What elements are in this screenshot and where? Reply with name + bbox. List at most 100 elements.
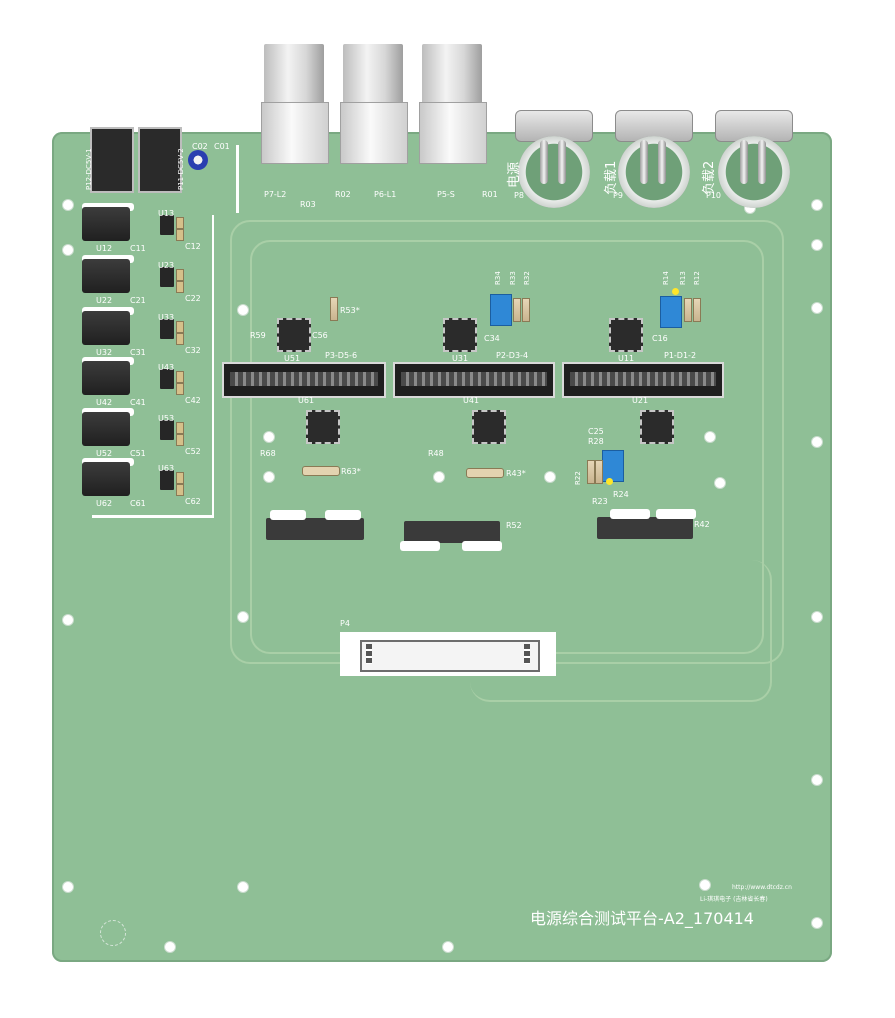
- resistor-label-r13: R13: [679, 271, 687, 285]
- capacitor: [176, 434, 184, 446]
- trim-pot: [602, 450, 624, 482]
- silk-line: [212, 215, 214, 515]
- reg-label-top: U13: [158, 209, 175, 218]
- mount-hole: [745, 203, 755, 213]
- resistor-label-r02: R02: [335, 190, 351, 199]
- capacitor: [176, 371, 184, 383]
- ic-label-u51: U51: [284, 354, 301, 363]
- terminal-ref-p8: P8: [514, 191, 524, 200]
- regulator-3: [82, 361, 130, 395]
- mount-hole: [63, 245, 73, 255]
- terminal-p8: [518, 136, 590, 208]
- bnc-barrel: [264, 44, 324, 104]
- regulator-1: [82, 259, 130, 293]
- terminal-pin: [758, 140, 766, 184]
- bnc-label-p7: P7-L2: [264, 190, 287, 199]
- capacitor: [176, 269, 184, 281]
- mount-hole: [238, 882, 248, 892]
- cap-label-c25: C25: [588, 427, 604, 436]
- ic-label-u61: U61: [298, 396, 315, 405]
- reg-label-top: U53: [158, 414, 175, 423]
- resistor-label-r33: R33: [509, 271, 517, 285]
- mount-hole: [705, 432, 715, 442]
- ic-u61: [306, 410, 340, 444]
- cap-label-c56: C56: [312, 331, 328, 340]
- reg-label-bot: U22: [96, 296, 113, 305]
- regulator-smd: [160, 215, 174, 235]
- terminal-pin: [640, 140, 648, 184]
- resistor-label-r53: R53*: [340, 306, 360, 315]
- logo-mark: [100, 920, 126, 946]
- bnc-connector-l2: [261, 102, 329, 164]
- shunt-label-r52: R52: [506, 521, 522, 530]
- shunt-resistor: [266, 518, 364, 540]
- trim-pot-knob: [672, 288, 679, 295]
- ic-u21: [640, 410, 674, 444]
- bnc-label-p5: P5-S: [437, 190, 455, 199]
- board-title: 电源综合测试平台-A2_170414: [530, 909, 754, 928]
- reg-label-bot: U52: [96, 449, 113, 458]
- capacitor: [176, 422, 184, 434]
- connector-p4-pins: [524, 644, 530, 664]
- header-p2: [393, 362, 555, 398]
- header-p1: [562, 362, 724, 398]
- capacitor: [176, 383, 184, 395]
- terminal-ref-p9: P9: [613, 191, 623, 200]
- terminal-pin: [740, 140, 748, 184]
- regulator-2: [82, 311, 130, 345]
- website-text: http://www.dtcdz.cn: [732, 884, 792, 891]
- terminal-pin: [540, 140, 548, 184]
- regulator-5: [82, 462, 130, 496]
- mount-hole: [545, 472, 555, 482]
- ic-label-u21: U21: [632, 396, 649, 405]
- mount-hole: [812, 918, 822, 928]
- resistor-label-r12: R12: [693, 271, 701, 285]
- resistor-label-r24: R24: [613, 490, 629, 499]
- mount-hole: [264, 472, 274, 482]
- reg-label-bot: U62: [96, 499, 113, 508]
- resistor: [684, 298, 692, 322]
- capacitor: [176, 472, 184, 484]
- cap-label-c02: C02: [192, 142, 208, 151]
- shunt-tab: [610, 509, 650, 519]
- connector-p4-housing: [360, 640, 540, 672]
- connector-p4: [340, 632, 556, 676]
- header-label-p1: P1-D1-2: [664, 351, 697, 360]
- bnc-barrel: [343, 44, 403, 104]
- dc-jack-2: [138, 127, 182, 193]
- resistor-label-r32: R32: [523, 271, 531, 285]
- shunt-tab: [270, 510, 306, 520]
- cap-label-c01: C01: [214, 142, 230, 151]
- regulator-smd: [160, 319, 174, 339]
- mount-hole: [165, 942, 175, 952]
- bnc-barrel: [422, 44, 482, 104]
- capacitor: [176, 484, 184, 496]
- mount-hole: [63, 882, 73, 892]
- shunt-tab: [462, 541, 502, 551]
- reg-label-top: U23: [158, 261, 175, 270]
- resistor: [522, 298, 530, 322]
- reg-label-c2: C32: [185, 346, 201, 355]
- ic-u41: [472, 410, 506, 444]
- bnc-connector-l1: [340, 102, 408, 164]
- terminal-label-power: 电源: [507, 161, 522, 188]
- resistor: [466, 468, 504, 478]
- mount-hole: [812, 200, 822, 210]
- header-label-p3: P3-D5-6: [325, 351, 358, 360]
- terminal-p9: [618, 136, 690, 208]
- shunt-resistor-r42: [597, 517, 693, 539]
- resistor-label-r14: R14: [662, 271, 670, 285]
- mount-hole: [238, 612, 248, 622]
- capacitor: [176, 229, 184, 241]
- terminal-label-load2: 负载2: [702, 160, 717, 195]
- regulator-smd: [160, 369, 174, 389]
- ic-label-u11: U11: [618, 354, 635, 363]
- mount-hole: [812, 303, 822, 313]
- resistor-label-r63: R63*: [341, 467, 361, 476]
- cap-label-c34: C34: [484, 334, 500, 343]
- mount-hole: [700, 880, 710, 890]
- terminal-ref-p10: P10: [706, 191, 722, 200]
- capacitor: [176, 321, 184, 333]
- resistor-label-r59: R59: [250, 331, 266, 340]
- reg-label-top: U33: [158, 313, 175, 322]
